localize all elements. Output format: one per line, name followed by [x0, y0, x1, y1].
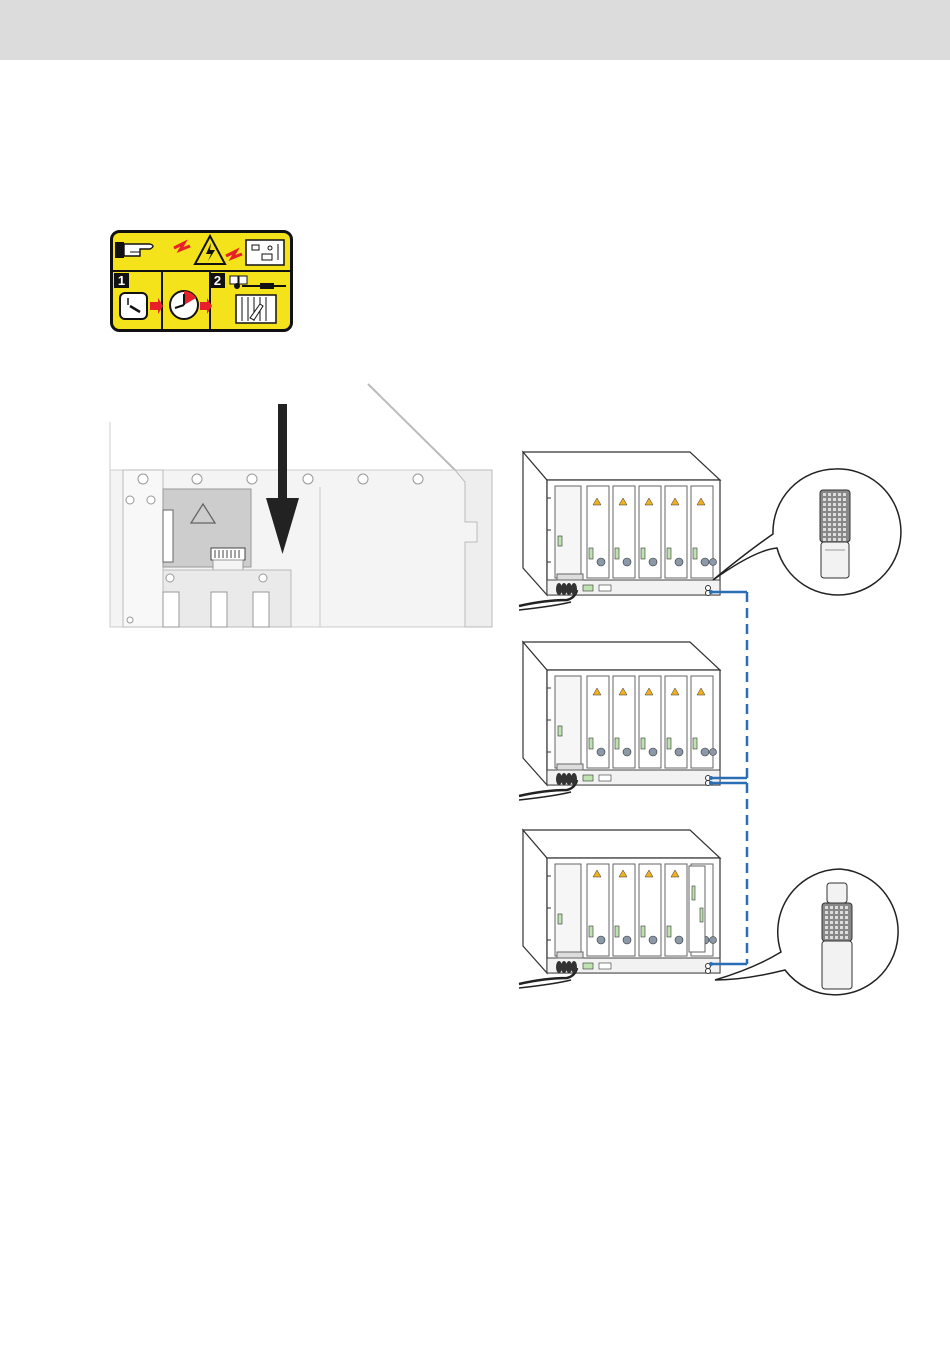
circuit-board-icon [246, 240, 284, 265]
callout-top [713, 469, 901, 595]
rack-bottom [519, 830, 720, 988]
power-switch-icon [120, 293, 147, 319]
rack-middle [519, 642, 720, 800]
rack-top [519, 452, 720, 610]
step-2-number: 2 [214, 273, 221, 288]
clock-icon [170, 291, 198, 319]
step-1-number: 1 [118, 273, 125, 288]
rack-closeup [105, 382, 495, 628]
connector-socket-icon [820, 490, 850, 578]
rack-diagram [515, 440, 910, 1010]
connector-plug-icon [822, 883, 852, 989]
callout-bottom [715, 869, 898, 995]
warning-label: 1 2 [110, 230, 293, 332]
header-band [0, 0, 950, 60]
module-insert-icon [236, 295, 276, 323]
